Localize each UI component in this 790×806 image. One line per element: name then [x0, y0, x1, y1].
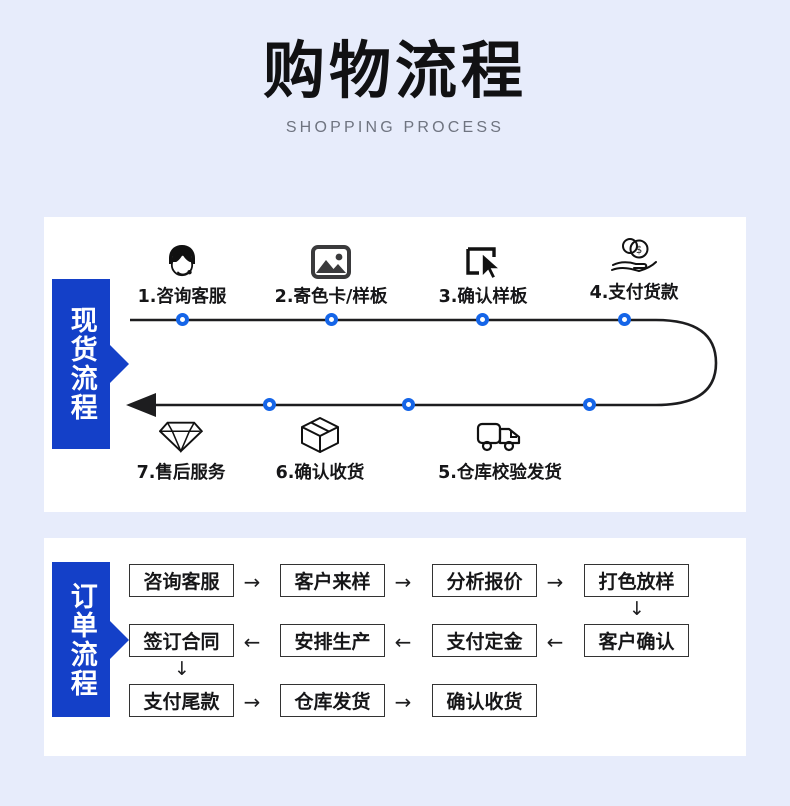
- order-box-deposit: 支付定金: [432, 624, 537, 657]
- tab-pointer-triangle: [110, 620, 129, 659]
- delivery-truck-icon: [400, 413, 600, 455]
- stock-step-1-label: 1.咨询客服: [137, 287, 227, 307]
- order-box-color-proof: 打色放样: [584, 564, 689, 597]
- stock-step-4: $ 4.支付货款: [554, 235, 714, 304]
- flow-dot-7: [263, 398, 276, 411]
- svg-text:$: $: [636, 245, 642, 256]
- flow-dot-4: [618, 313, 631, 326]
- order-arrow-r1-3: →: [546, 570, 564, 594]
- stock-flow-card: [44, 217, 746, 512]
- order-arrow-r1-2: →: [394, 570, 412, 594]
- tab-pointer-triangle: [110, 345, 129, 383]
- stock-step-5-label: 5.仓库校验发货: [438, 463, 562, 483]
- image-icon: [251, 239, 411, 281]
- stock-flow-tab: 现货流程: [52, 279, 129, 449]
- diamond-icon: [101, 413, 261, 455]
- order-box-shipment: 仓库发货: [280, 684, 385, 717]
- stock-step-7: 7.售后服务: [101, 413, 261, 484]
- customer-service-icon: [102, 239, 262, 281]
- order-arrow-r3-2: →: [394, 690, 412, 714]
- order-arrow-r1-1: →: [243, 570, 261, 594]
- stock-flow-tab-label: 现货流程: [65, 306, 97, 422]
- order-box-consult: 咨询客服: [129, 564, 234, 597]
- order-box-contract: 签订合同: [129, 624, 234, 657]
- stock-step-7-label: 7.售后服务: [136, 463, 226, 483]
- stock-step-2-label: 2.寄色卡/样板: [274, 287, 388, 307]
- order-arrow-r2-1: ←: [243, 630, 261, 654]
- stock-step-2: 2.寄色卡/样板: [251, 239, 411, 308]
- order-box-confirm: 客户确认: [584, 624, 689, 657]
- stock-step-1: 1.咨询客服: [102, 239, 262, 308]
- flow-dot-5: [583, 398, 596, 411]
- flow-dot-2: [325, 313, 338, 326]
- flow-dot-1: [176, 313, 189, 326]
- order-box-production: 安排生产: [280, 624, 385, 657]
- stock-step-5: 5.仓库校验发货: [400, 413, 600, 484]
- order-arrow-down-left: ↓: [174, 658, 190, 680]
- package-box-icon: [240, 413, 400, 455]
- order-box-balance: 支付尾款: [129, 684, 234, 717]
- flow-dot-6: [402, 398, 415, 411]
- page-header: 购物流程 SHOPPING PROCESS: [0, 0, 790, 137]
- hand-money-icon: $: [554, 235, 714, 277]
- order-box-quote: 分析报价: [432, 564, 537, 597]
- flow-track: [126, 318, 718, 417]
- flow-dot-3: [476, 313, 489, 326]
- order-arrow-r2-2: ←: [394, 630, 412, 654]
- stock-step-6-label: 6.确认收货: [275, 463, 365, 483]
- order-flow-diagram: 咨询客服 → 客户来样 → 分析报价 → 打色放样 ↓ 签订合同 ← 安排生产 …: [110, 538, 746, 756]
- cursor-select-icon: [403, 239, 563, 281]
- stock-step-3-label: 3.确认样板: [438, 287, 528, 307]
- order-arrow-down-right: ↓: [629, 598, 645, 620]
- stock-step-6: 6.确认收货: [240, 413, 400, 484]
- page-title: 购物流程: [262, 34, 527, 107]
- order-box-received: 确认收货: [432, 684, 537, 717]
- stock-flow-diagram: 1.咨询客服 2.寄色卡/样板 3.确认样板 $: [110, 217, 746, 512]
- order-flow-tab: 订单流程: [52, 562, 129, 717]
- order-flow-tab-label: 订单流程: [65, 581, 97, 698]
- stock-step-4-label: 4.支付货款: [589, 283, 679, 303]
- stock-step-3: 3.确认样板: [403, 239, 563, 308]
- order-arrow-r3-1: →: [243, 690, 261, 714]
- order-box-sample-in: 客户来样: [280, 564, 385, 597]
- page-subtitle: SHOPPING PROCESS: [285, 118, 505, 136]
- order-arrow-r2-3: ←: [546, 630, 564, 654]
